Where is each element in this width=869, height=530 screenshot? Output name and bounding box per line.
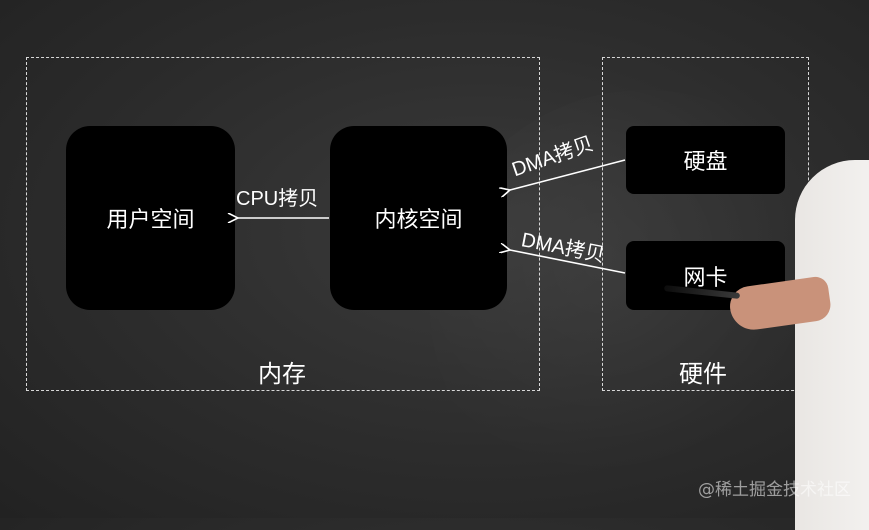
kernel-space-box: 内核空间 — [330, 126, 507, 310]
memory-region — [26, 57, 540, 391]
cpu-copy-label: CPU拷贝 — [236, 188, 319, 210]
dma-copy-disk-arrow — [510, 159, 626, 190]
dma-copy-nic-arrow — [510, 250, 626, 274]
user-space-box: 用户空间 — [66, 126, 235, 310]
memory-label: 内存 — [258, 360, 306, 388]
disk-label: 硬盘 — [683, 150, 728, 175]
presenter-figure — [795, 160, 869, 530]
arrows-layer — [0, 159, 626, 274]
nic-label: 网卡 — [683, 265, 728, 291]
watermark: @稀土掘金技术社区 — [698, 480, 851, 500]
hardware-label: 硬件 — [679, 360, 727, 388]
user-space-label: 用户空间 — [106, 208, 195, 233]
kernel-space-label: 内核空间 — [374, 208, 463, 233]
disk-box: 硬盘 — [626, 126, 785, 194]
